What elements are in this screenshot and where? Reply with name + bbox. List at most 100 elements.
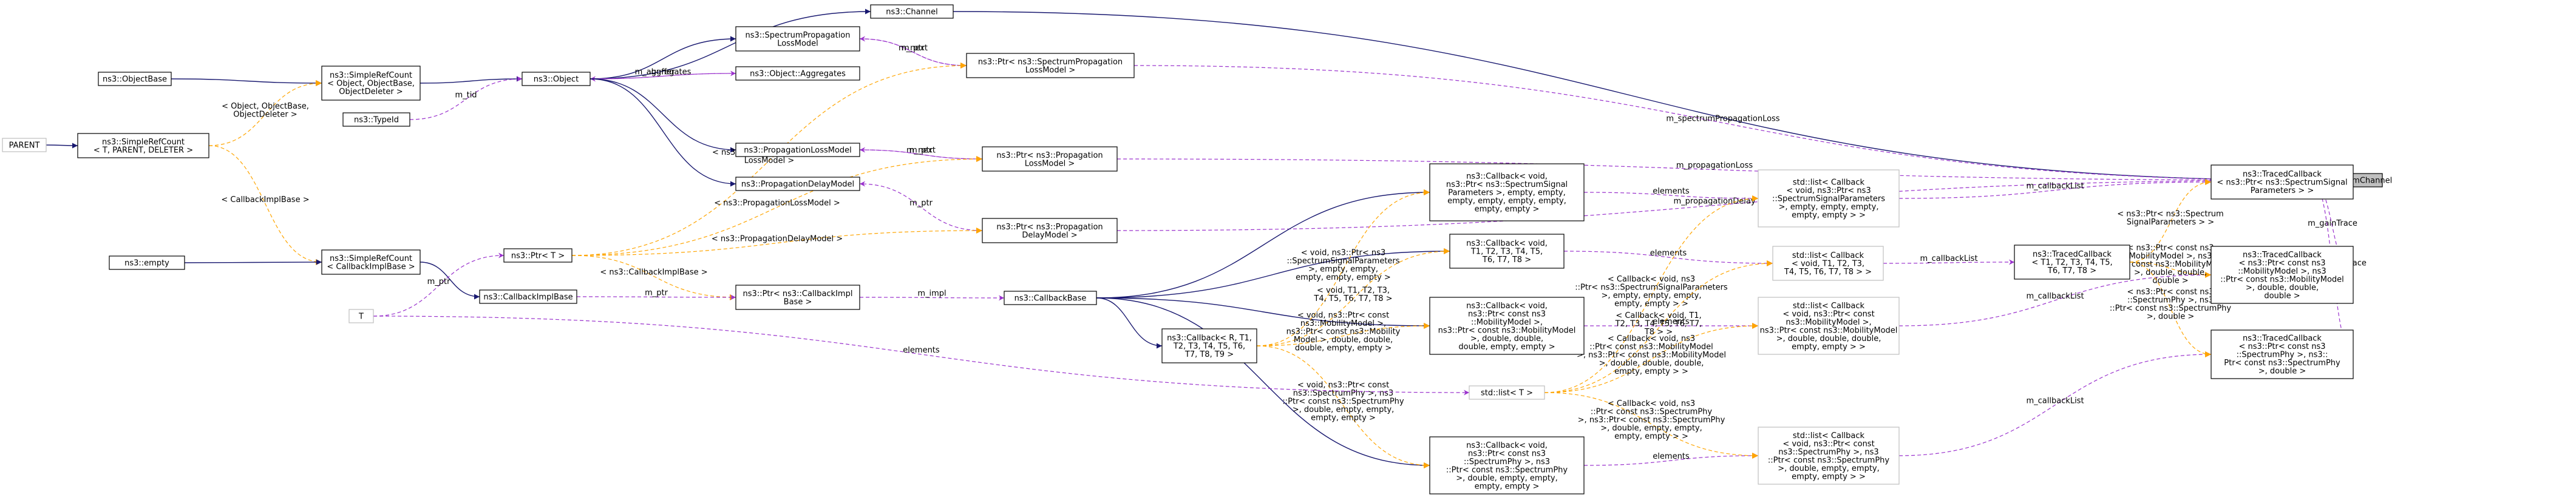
edge-label: m_propagationLoss: [1676, 161, 1753, 170]
node-callback-impl-base[interactable]: ns3::CallbackImplBase: [479, 289, 577, 304]
edge-list-t1-t8-to-traced-callback-t: m_callbackList: [1883, 254, 2015, 265]
edge-line: [409, 76, 523, 120]
edge-object-to-channel: [590, 8, 871, 79]
edge-line: [1563, 251, 1773, 266]
node-list-signal[interactable]: std::list< Callback< void, ns3::Ptr< ns3…: [1758, 169, 1900, 228]
edge-callback-template-to-cb-spectrum-phy: < void, ns3::Ptr< constns3::SpectrumPhy …: [1256, 345, 1430, 468]
edge-object-to-propagation-loss-model: [590, 78, 736, 153]
node-label: LossModel >: [1025, 66, 1076, 75]
node-label: T1, T2, T3, T4, T5,: [1470, 248, 1543, 257]
edge-simple-ref-count-obj-to-object: [420, 76, 523, 84]
edge-label: ::Ptr< ns3::SpectrumSignalParameters: [1575, 283, 1728, 292]
node-ptr-t[interactable]: ns3::Ptr< T >: [503, 248, 573, 263]
node-box: [735, 285, 860, 310]
node-list-mobility[interactable]: std::list< Callback< void, ns3::Ptr< con…: [1758, 297, 1900, 355]
edge-simple-ref-count-t-to-simple-ref-count-obj: < Object, ObjectBase,ObjectDeleter >: [208, 80, 322, 146]
edge-line: [1133, 65, 2313, 183]
edge-ptr-t-to-ptr-propagation-loss: < ns3::PropagationLossModel >: [571, 156, 983, 256]
node-channel[interactable]: ns3::Channel: [870, 4, 954, 19]
edge-label: ::MobilityModel >, ns3::: [2124, 252, 2217, 261]
edge-list-signal-to-traced-signal: m_callbackList: [1898, 179, 2212, 199]
edge-simple-ref-count-impl-to-callback-impl-base: [420, 262, 480, 300]
node-cb-mobility[interactable]: ns3::Callback< void,ns3::Ptr< const ns3:…: [1429, 297, 1585, 355]
node-simple-ref-count-impl[interactable]: ns3::SimpleRefCount< CallbackImplBase >: [321, 249, 421, 275]
node-aggregates[interactable]: ns3::Object::Aggregates: [735, 66, 860, 81]
node-traced-signal[interactable]: ns3::TracedCallback< ns3::Ptr< ns3::Spec…: [2211, 164, 2354, 200]
edge-ptr-propagation-delay-to-propagation-delay-model: m_ptr: [859, 181, 983, 231]
node-label: ns3::TracedCallback: [2243, 334, 2322, 343]
node-simple-ref-count-obj[interactable]: ns3::SimpleRefCount< Object, ObjectBase,…: [321, 66, 421, 101]
edge-label: m_impl: [917, 289, 946, 299]
node-ptr-propagation-loss[interactable]: ns3::Ptr< ns3::PropagationLossModel >: [982, 146, 1118, 172]
node-label: LossModel >: [1025, 159, 1075, 168]
edge-label: empty, empty > >: [1614, 299, 1688, 308]
edge-line: [2129, 262, 2212, 278]
node-box: [982, 146, 1118, 172]
node-label: ::MobilityModel >,: [1471, 318, 1543, 327]
node-box: [2211, 164, 2354, 200]
edge-list-mobility-to-traced-mobility: m_callbackList: [1898, 272, 2212, 326]
edge-label: >, empty, empty, empty,: [1602, 291, 1702, 300]
node-propagation-loss-model[interactable]: ns3::PropagationLossModel: [735, 143, 860, 157]
edge-line: [208, 145, 322, 265]
node-simple-ref-count-t[interactable]: ns3::SimpleRefCount< T, PARENT, DELETER …: [77, 133, 209, 158]
node-parent[interactable]: PARENT: [2, 138, 47, 152]
node-t[interactable]: T: [348, 309, 374, 323]
node-cb-spectrum-phy[interactable]: ns3::Callback< void,ns3::Ptr< const ns3:…: [1429, 436, 1585, 495]
node-type-id[interactable]: ns3::TypeId: [342, 112, 410, 127]
edge-label: m_ptr: [909, 146, 933, 155]
edge-label: ::SpectrumSignalParameters: [1286, 257, 1399, 266]
node-traced-spectrum-phy[interactable]: ns3::TracedCallback< ns3::Ptr< const ns3…: [2211, 329, 2354, 379]
node-box: [1429, 436, 1585, 495]
edge-line: [590, 78, 736, 153]
edge-label: SignalParameters > >: [2127, 218, 2214, 227]
node-callback-base[interactable]: ns3::CallbackBase: [1004, 291, 1097, 305]
node-label: ns3::SimpleRefCount: [102, 138, 185, 147]
node-propagation-delay-model[interactable]: ns3::PropagationDelayModel: [735, 177, 860, 191]
edge-line: [590, 78, 736, 187]
node-label: ns3::CallbackBase: [1014, 294, 1087, 303]
node-box: [870, 4, 954, 19]
edge-line: [590, 70, 736, 79]
edge-label: m_gainTrace: [2308, 219, 2357, 228]
edge-label: < void, ns3::Ptr< const: [1297, 381, 1389, 390]
node-list-spectrum-phy[interactable]: std::list< Callback< void, ns3::Ptr< con…: [1758, 427, 1900, 485]
edge-line: [1583, 453, 1759, 466]
node-list-t1-t8[interactable]: std::list< Callback< void, T1, T2, T3,T4…: [1772, 246, 1884, 281]
node-label: >, double, double, double,: [1776, 334, 1881, 343]
edge-ptr-propagation-loss-to-spectrum-channel: m_propagationLoss: [1116, 158, 2313, 183]
edge-label: >, double, empty, empty,: [1600, 424, 1702, 433]
edge-label: elements: [903, 346, 940, 355]
edge-label: ::Ptr< const ns3::SpectrumPhy: [2110, 304, 2232, 313]
node-box: [2, 138, 47, 152]
node-label: ns3::Ptr< const ns3: [1468, 309, 1546, 319]
node-list-t[interactable]: std::list< T >: [1469, 385, 1545, 400]
node-label: ns3::PropagationLossModel: [744, 146, 852, 155]
node-ptr-callback-impl[interactable]: ns3::Ptr< ns3::CallbackImplBase >: [735, 285, 860, 310]
node-label: ns3::Ptr< ns3::Propagation: [996, 223, 1103, 232]
edge-label: < void, ns3::Ptr< ns3: [1301, 248, 1385, 257]
edge-list-t-to-list-signal: < Callback< void, ns3::Ptr< ns3::Spectru…: [1544, 195, 1759, 393]
node-cb-signal-params[interactable]: ns3::Callback< void,ns3::Ptr< ns3::Spect…: [1429, 163, 1585, 221]
node-label: ns3::Ptr< ns3::CallbackImpl: [743, 289, 853, 299]
node-label: ns3::Ptr< ns3::SpectrumPropagation: [978, 58, 1123, 67]
edge-label: T2, T3, T4, T5, T6, T7,: [1615, 320, 1702, 329]
node-ptr-spectrum-propagation[interactable]: ns3::Ptr< ns3::SpectrumPropagationLossMo…: [966, 53, 1135, 78]
node-object[interactable]: ns3::Object: [522, 72, 591, 86]
node-traced-mobility[interactable]: ns3::TracedCallback< ns3::Ptr< const ns3…: [2211, 246, 2354, 304]
edge-object-to-aggregates: m_aggregates: [590, 68, 736, 79]
node-object-base[interactable]: ns3::ObjectBase: [98, 72, 172, 86]
node-ptr-propagation-delay[interactable]: ns3::Ptr< ns3::PropagationDelayModel >: [982, 218, 1118, 243]
node-label: ns3::MobilityModel >,: [1786, 318, 1871, 327]
node-label: ns3::Callback< void,: [1466, 302, 1548, 311]
node-box: [98, 72, 172, 86]
node-box: [348, 309, 374, 323]
node-traced-callback-t[interactable]: ns3::TracedCallback< T1, T2, T3, T4, T5,…: [2014, 245, 2130, 280]
edge-label: < ns3::PropagationLossModel >: [714, 199, 840, 208]
node-empty[interactable]: ns3::empty: [109, 255, 185, 270]
edge-traced-callback-t-to-traced-mobility: < ns3::Ptr< const ns3::MobilityModel >, …: [2112, 244, 2230, 286]
node-cb-t1-t8[interactable]: ns3::Callback< void,T1, T2, T3, T4, T5,T…: [1449, 234, 1565, 269]
node-label: std::list< Callback: [1793, 431, 1865, 441]
node-callback-template[interactable]: ns3::Callback< R, T1,T2, T3, T4, T5, T6,…: [1161, 328, 1257, 363]
